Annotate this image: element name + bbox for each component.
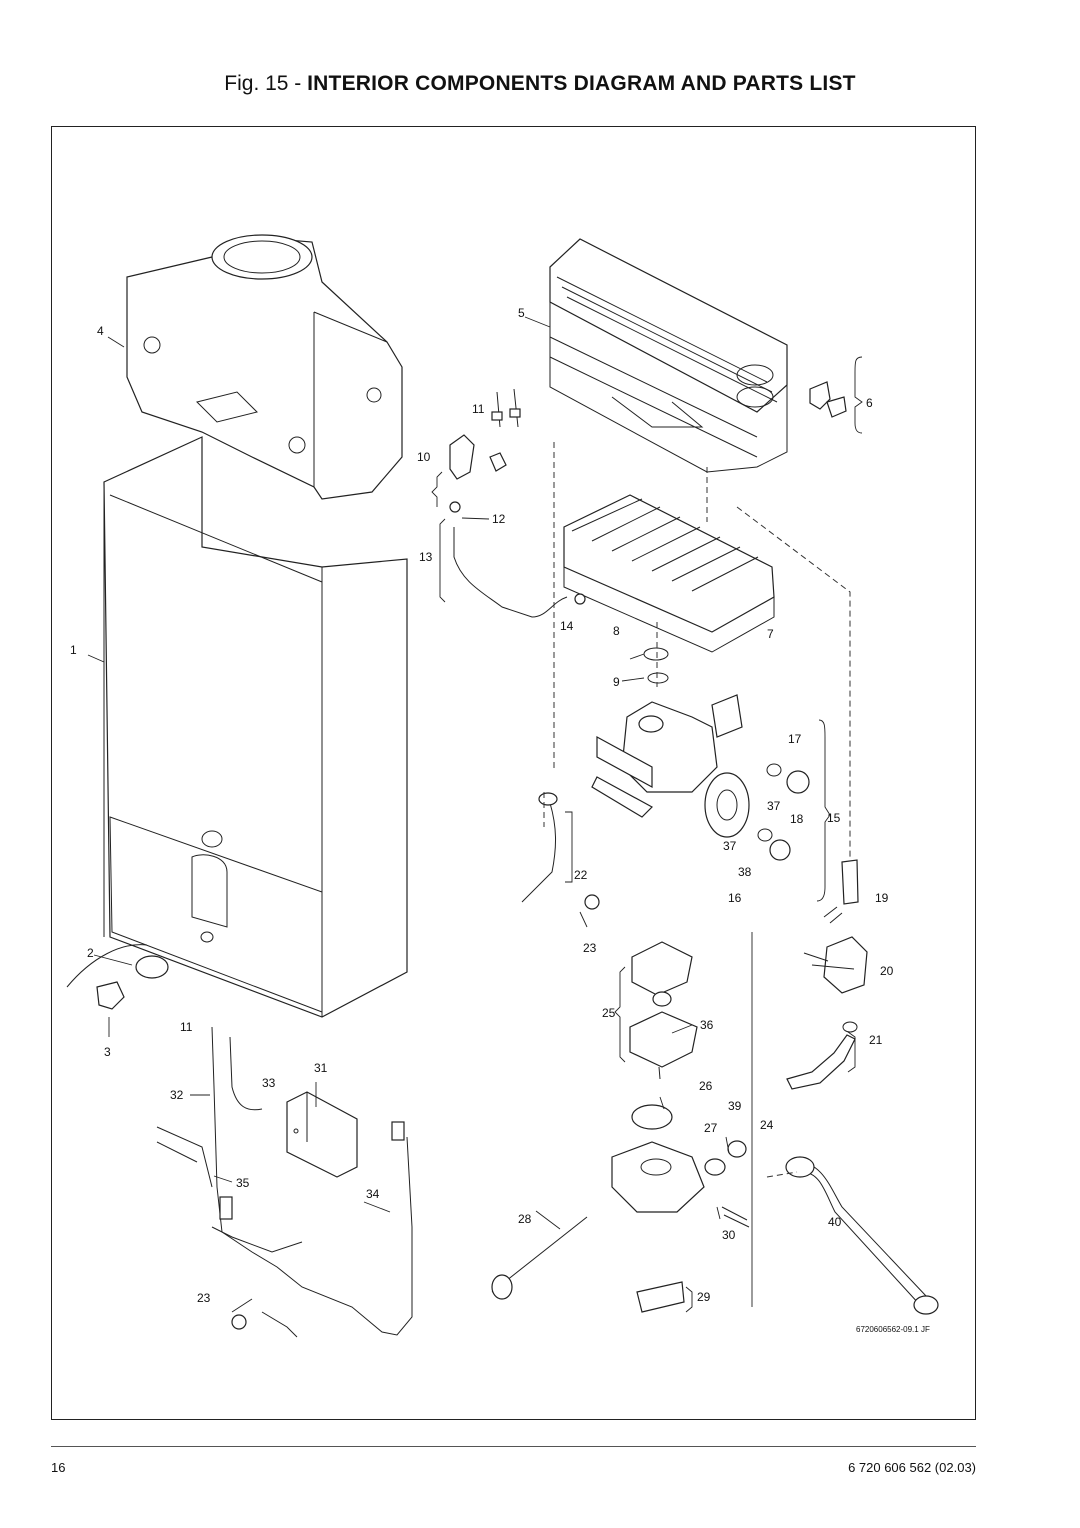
knob-2 — [66, 944, 169, 988]
part-30 — [721, 1206, 750, 1228]
callout-30: 30 — [722, 1228, 736, 1242]
callout-2: 2 — [87, 946, 94, 960]
callout-23-upper: 23 — [583, 941, 597, 955]
callout-8: 8 — [613, 624, 620, 638]
fitting-20 — [803, 936, 868, 994]
callout-13: 13 — [419, 550, 433, 564]
dashed-assembly-lines — [543, 442, 851, 1178]
callout-25: 25 — [602, 1006, 616, 1020]
figure-number: Fig. 15 - — [224, 72, 308, 95]
document-number: 6 720 606 562 (02.03) — [848, 1460, 976, 1475]
callout-40: 40 — [828, 1215, 842, 1229]
callout-5: 5 — [518, 306, 525, 320]
seal-9 — [647, 672, 669, 684]
callout-7: 7 — [767, 627, 774, 641]
callout-33: 33 — [262, 1076, 276, 1090]
callout-1: 1 — [70, 643, 77, 657]
group-brackets — [431, 356, 863, 1313]
callout-3: 3 — [104, 1045, 111, 1059]
outer-casing — [103, 436, 408, 1018]
figure-title: Fig. 15 - INTERIOR COMPONENTS DIAGRAM AN… — [0, 72, 1080, 96]
callout-11-upper: 11 — [472, 402, 485, 416]
callout-28: 28 — [518, 1212, 532, 1226]
seal-8 — [643, 647, 669, 661]
callout-24: 24 — [760, 1118, 774, 1132]
callout-38: 38 — [738, 865, 752, 879]
pipe-22 — [521, 802, 557, 903]
callout-36: 36 — [700, 1018, 714, 1032]
callout-31: 31 — [314, 1061, 328, 1075]
water-section — [611, 941, 747, 1213]
callout-21: 21 — [869, 1033, 883, 1047]
callout-18: 18 — [790, 812, 804, 826]
callout-22: 22 — [574, 868, 588, 882]
callout-39: 39 — [728, 1099, 742, 1113]
pressure-valve-29 — [636, 1281, 685, 1313]
callout-19: 19 — [875, 891, 889, 905]
callout-numbers: 1 2 3 4 5 6 7 8 9 10 11 12 13 14 15 16 1… — [70, 306, 930, 1334]
callout-37-upper: 37 — [767, 799, 781, 813]
callout-11-lower: 11 — [180, 1020, 193, 1034]
callout-6: 6 — [866, 396, 873, 410]
callout-20: 20 — [880, 964, 894, 978]
callout-35: 35 — [236, 1176, 250, 1190]
pipe-nut-22 — [538, 792, 558, 806]
drawing-code: 6720606562-09.1 JF — [856, 1325, 930, 1334]
hose-40 — [785, 1156, 939, 1315]
electrode-assembly — [449, 388, 521, 513]
pipe-fitting-14 — [574, 593, 586, 605]
figure-heading: INTERIOR COMPONENTS DIAGRAM AND PARTS LI… — [307, 72, 856, 95]
callout-26: 26 — [699, 1079, 713, 1093]
control-box-31 — [286, 1091, 358, 1178]
callout-32: 32 — [170, 1088, 184, 1102]
footer-rule — [51, 1446, 976, 1447]
callout-14: 14 — [560, 619, 574, 633]
hood-assembly — [126, 234, 403, 500]
callout-17: 17 — [788, 732, 802, 746]
sensor-23-upper — [584, 894, 600, 910]
callout-15: 15 — [827, 811, 841, 825]
leader-arrows — [87, 316, 855, 1313]
pipe-21 — [786, 1021, 858, 1090]
gas-valve — [591, 694, 810, 861]
gas-pipe — [453, 527, 568, 618]
callout-12: 12 — [492, 512, 506, 526]
clip-6 — [809, 381, 847, 418]
pipe-19 — [823, 859, 859, 924]
callout-37-lower: 37 — [723, 839, 737, 853]
sensor-28 — [491, 1216, 588, 1300]
sensor-23-lower — [231, 1314, 247, 1330]
callout-16: 16 — [728, 891, 742, 905]
callout-23-lower: 23 — [197, 1291, 211, 1305]
knob-3 — [96, 981, 125, 1010]
page-number: 16 — [51, 1460, 66, 1475]
callout-4: 4 — [97, 324, 104, 338]
heat-exchanger — [549, 238, 788, 473]
wiring-harness — [156, 1026, 413, 1338]
diagram-frame — [51, 126, 976, 1420]
exploded-parts-diagram: 1 2 3 4 5 6 7 8 9 10 11 12 13 14 15 16 1… — [66, 234, 939, 1338]
callout-9: 9 — [613, 675, 620, 689]
callout-27: 27 — [704, 1121, 718, 1135]
callout-34: 34 — [366, 1187, 380, 1201]
callout-10: 10 — [417, 450, 431, 464]
burner — [563, 494, 775, 653]
callout-29: 29 — [697, 1290, 711, 1304]
